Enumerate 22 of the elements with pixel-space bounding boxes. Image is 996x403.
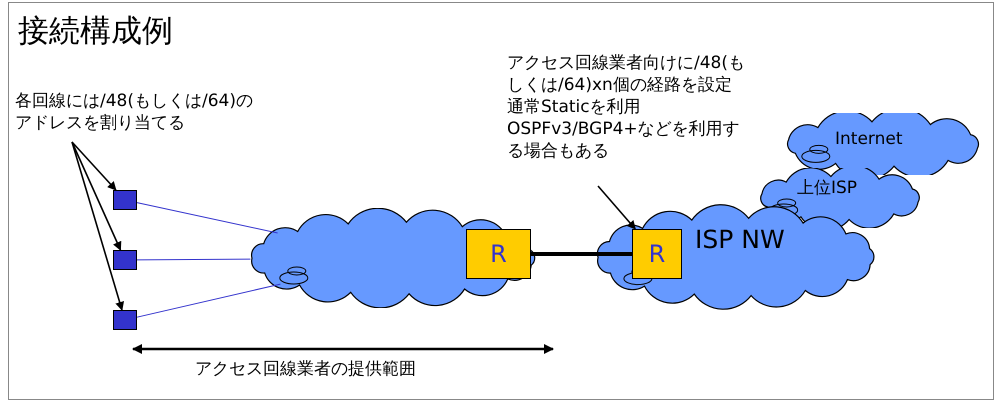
cloud-label: Internet bbox=[835, 129, 903, 150]
arrow bbox=[597, 185, 636, 230]
terminal-square bbox=[113, 310, 137, 330]
slide-title: 接続構成例 bbox=[18, 12, 173, 50]
connector-line bbox=[136, 202, 278, 234]
router-box: R bbox=[632, 229, 682, 279]
terminal-square bbox=[113, 250, 137, 270]
note-text: アクセス回線業者向けに/48(もしくは/64)xn個の経路を設定 bbox=[507, 52, 746, 96]
arrow bbox=[71, 141, 116, 191]
range-label: アクセス回線業者の提供範囲 bbox=[195, 358, 416, 380]
router-box: R bbox=[466, 229, 531, 279]
callout-text: 各回線には/48(もしくは/64)のアドレスを割り当てる bbox=[15, 90, 255, 138]
connector-line bbox=[136, 258, 251, 260]
note-text: OSPFv3/BGP4+などを利用する場合もある bbox=[507, 118, 741, 162]
connector-line bbox=[136, 284, 281, 318]
cloud-label: ISP NW bbox=[695, 225, 785, 255]
cloud-label: 上位ISP bbox=[797, 178, 858, 198]
arrow bbox=[71, 142, 122, 251]
terminal-square bbox=[113, 190, 137, 210]
note-text: 通常Staticを利用 bbox=[507, 96, 642, 118]
arrow bbox=[71, 142, 124, 311]
connector-line bbox=[531, 252, 632, 256]
